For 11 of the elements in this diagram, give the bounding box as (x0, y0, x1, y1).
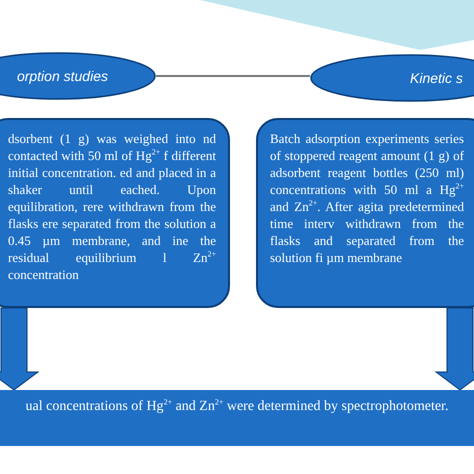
body-text: ual concentrations of Hg$^{2+}$ and Zn$^{2+}$ were determined by spectrophotometer. (24, 398, 450, 416)
text-panel (256, 118, 474, 308)
heading-text: orption studies (16, 68, 108, 84)
result-band (0, 390, 474, 446)
body-text: Batch adsorption experiments series of stoppered reagent amount (1 g) of adsorbent reagent bottles (250 ml) concentrations with 50 ml a Hg$^{2+}$ and Zn$^{2+}$. After agita predetermined time interv withdrawn from the flasks and separated from the solution fi µm membrane (270, 130, 464, 266)
block-arrow (0, 308, 40, 391)
block-arrow (434, 308, 474, 391)
heading-text: Kinetic s (410, 70, 463, 86)
connector-line (156, 75, 310, 77)
body-text: dsorbent (1 g) was weighed into nd contacted with 50 ml of Hg$^{2+}$ f different initial concentration. ed and placed in a shaker until eached. Upon equilibration, rere withdrawn from the flasks ere separated from the solution a 0.45 µm membrane, and ine the residual equilibrium l Zn$^{2+}$ concentration (8, 130, 216, 283)
text-panel (0, 118, 230, 308)
